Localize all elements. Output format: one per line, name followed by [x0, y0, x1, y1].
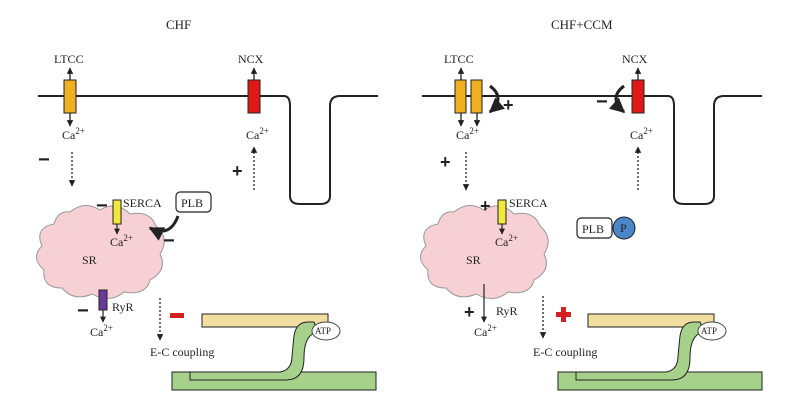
serca-ca-label: Ca2+: [495, 233, 518, 249]
plb-box: [576, 217, 613, 239]
serca-label: SERCA: [509, 196, 548, 210]
sr-cloud: [420, 205, 549, 299]
serca-pump: [497, 199, 507, 225]
panel-chf-ccm: CHF+CCM LTCC + Ca2+ + NCX − Ca2+ SR + SE…: [420, 17, 763, 391]
ec-label: E-C coupling: [150, 345, 214, 359]
phospho-label: P: [620, 221, 627, 235]
atp-bubble: [311, 321, 341, 341]
phospho-circle: [612, 216, 636, 240]
ltcc-label: LTCC: [54, 52, 84, 66]
ltcc-channel-2: [470, 79, 483, 114]
plb-inhibition-arc: [148, 215, 180, 241]
ncx-label: NCX: [622, 52, 648, 66]
ltcc-ca-label: Ca2+: [62, 126, 85, 142]
thin-filament: [201, 313, 329, 328]
ncx-ca-label: Ca2+: [246, 126, 269, 142]
sr-label: SR: [466, 253, 481, 267]
serca-pump: [112, 199, 122, 225]
panel-title-chf: CHF: [166, 17, 191, 32]
atp-label: ATP: [701, 326, 717, 336]
ncx-mod-arc: [608, 84, 626, 114]
ncx-flux-sign: +: [232, 161, 243, 181]
ryr-sign: −: [77, 300, 89, 322]
ncx-ca-label: Ca2+: [630, 126, 653, 142]
ryr-label: RyR: [496, 304, 518, 318]
ltcc-mod-arc: [488, 84, 506, 114]
ryr-channel: [98, 289, 108, 311]
atp-label: ATP: [315, 326, 331, 336]
ryr-ca-label: Ca2+: [474, 323, 497, 339]
serca-sign: +: [480, 196, 491, 216]
sarcolemma-membrane: [38, 95, 378, 205]
ltcc-flux-sign: +: [440, 152, 451, 172]
plb-box: [175, 191, 212, 213]
ltcc-channel: [454, 79, 467, 114]
panel-title-chf-ccm: CHF+CCM: [551, 17, 613, 32]
sr-label: SR: [82, 253, 97, 267]
atp-bubble: [697, 321, 727, 341]
ncx-label: NCX: [238, 52, 264, 66]
ryr-ca-label: Ca2+: [90, 323, 113, 339]
ryr-sign: +: [464, 302, 475, 322]
plb-effect-sign: −: [163, 230, 175, 252]
ryr-label: RyR: [112, 300, 134, 314]
ltcc-ca-label: Ca2+: [456, 126, 479, 142]
ec-label: E-C coupling: [533, 345, 597, 359]
serca-label: SERCA: [123, 196, 162, 210]
ec-sign: [556, 307, 571, 322]
plb-label: PLB: [181, 196, 203, 210]
thin-filament: [587, 313, 715, 328]
ltcc-mod-sign: +: [503, 95, 514, 115]
ltcc-channel: [63, 79, 77, 114]
serca-ca-label: Ca2+: [110, 233, 133, 249]
ltcc-label: LTCC: [444, 52, 474, 66]
ncx-channel: [631, 79, 645, 114]
ncx-channel: [247, 79, 261, 114]
ltcc-flux-sign: −: [38, 149, 50, 171]
sarcolemma-membrane: [422, 95, 762, 205]
sr-cloud: [36, 205, 165, 299]
panel-chf: CHF LTCC Ca2+ − NCX Ca2+ + SR − SERCA Ca…: [36, 17, 378, 391]
ncx-mod-sign: −: [596, 91, 608, 113]
plb-label: PLB: [582, 222, 604, 236]
serca-sign: −: [96, 195, 108, 217]
ec-sign: [170, 313, 184, 318]
